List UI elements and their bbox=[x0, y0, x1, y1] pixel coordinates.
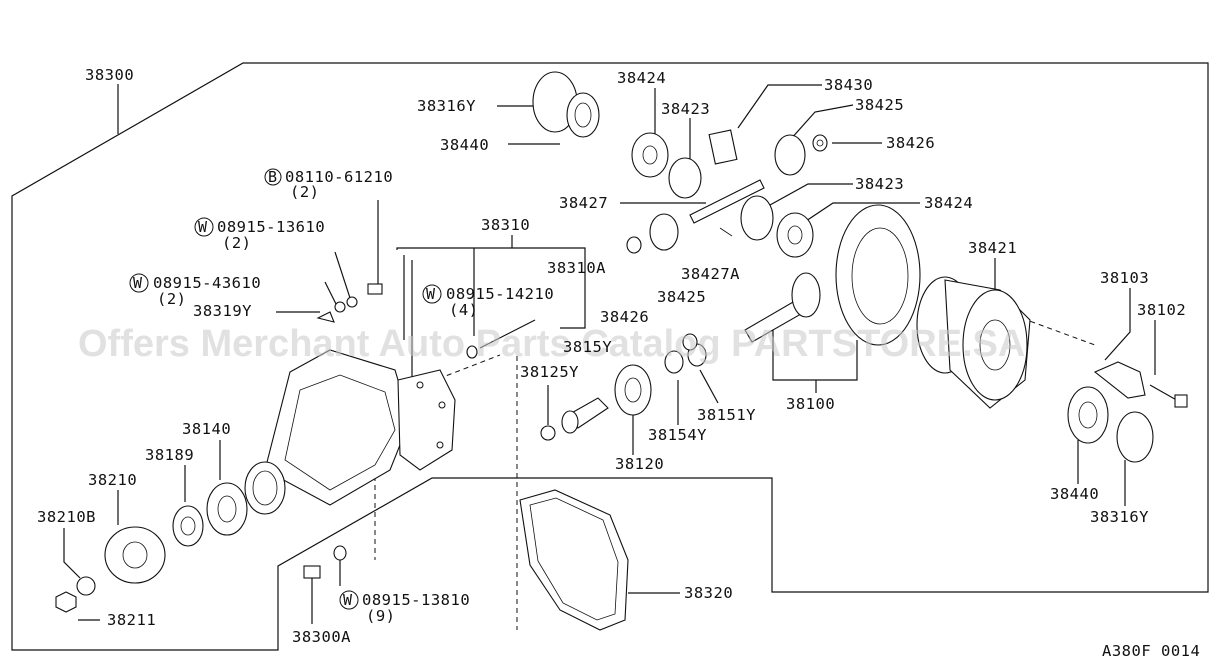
callout-38425-top: 38425 bbox=[855, 96, 904, 114]
callout-38151y: 38151Y bbox=[697, 406, 756, 424]
fastener-number: 08110-61210 bbox=[285, 168, 393, 186]
side-bearing-bottom bbox=[1067, 386, 1154, 463]
callout-38440-bottom: 38440 bbox=[1050, 485, 1099, 503]
callout-38100: 38100 bbox=[786, 395, 835, 413]
callout-38426-mid: 38426 bbox=[600, 308, 649, 326]
callout-38440-top: 38440 bbox=[440, 136, 489, 154]
fastener-qty: (2) bbox=[222, 234, 252, 252]
callout-38427a: 38427A bbox=[681, 265, 740, 283]
fastener-qty: (2) bbox=[290, 183, 320, 201]
fastener-hardware bbox=[303, 283, 536, 579]
callout-38421: 38421 bbox=[968, 239, 1017, 257]
side-bearing-top bbox=[532, 71, 600, 138]
callout-38154y: 38154Y bbox=[648, 426, 707, 444]
callout-38316y-bottom: 38316Y bbox=[1090, 508, 1149, 526]
drive-pinion-and-ring-gear bbox=[744, 204, 921, 346]
rear-cover-gasket bbox=[519, 489, 629, 631]
differential-case bbox=[916, 276, 1031, 409]
callout-38424-top: 38424 bbox=[617, 69, 666, 87]
leader-lines bbox=[63, 84, 1156, 624]
callout-38210: 38210 bbox=[88, 471, 137, 489]
callout-38430: 38430 bbox=[824, 76, 873, 94]
assembly-boundary bbox=[11, 62, 1209, 651]
callout-38103: 38103 bbox=[1100, 269, 1149, 287]
prefix-w-icon: W bbox=[198, 218, 208, 236]
figure-code: A380F 0014 bbox=[1102, 642, 1200, 660]
fastener-callout-w-08915-14210: W 08915-14210 (4) bbox=[422, 284, 554, 319]
fastener-callout-b-08110-61210: B 08110-61210 (2) bbox=[264, 168, 393, 201]
watermark-text: Offers Merchant Auto Parts Catalog PARTS… bbox=[78, 323, 1025, 365]
callout-partial-3815y: 3815Y bbox=[563, 338, 612, 356]
callout-38320: 38320 bbox=[684, 584, 733, 602]
callout-38423-top: 38423 bbox=[661, 100, 710, 118]
callout-38300a: 38300A bbox=[292, 628, 351, 646]
callout-38210b: 38210B bbox=[37, 508, 96, 526]
part-callouts: 38300 38316Y 38440 38424 38423 38430 384… bbox=[37, 66, 1186, 646]
callout-38426-top: 38426 bbox=[886, 134, 935, 152]
fastener-callout-w-08915-13810: W 08915-13810 (9) bbox=[339, 590, 470, 625]
fastener-callout-w-08915-13610: W 08915-13610 (2) bbox=[194, 217, 325, 252]
callout-38424-mid: 38424 bbox=[924, 194, 973, 212]
lock-plate-and-bolt bbox=[1093, 361, 1188, 408]
pinion-bearings-and-spacers bbox=[540, 333, 707, 441]
fastener-qty: (9) bbox=[366, 607, 396, 625]
callout-38316y-top: 38316Y bbox=[417, 97, 476, 115]
prefix-w-icon: W bbox=[426, 285, 436, 303]
callout-38189: 38189 bbox=[145, 446, 194, 464]
callout-38300: 38300 bbox=[85, 66, 134, 84]
callout-38423-mid: 38423 bbox=[855, 175, 904, 193]
callout-38211: 38211 bbox=[107, 611, 156, 629]
fastener-number: 08915-13610 bbox=[217, 218, 325, 236]
prefix-w-icon: W bbox=[343, 591, 353, 609]
carrier-housing bbox=[244, 349, 456, 515]
callout-38310: 38310 bbox=[481, 216, 530, 234]
prefix-b-icon: B bbox=[268, 168, 277, 186]
front-pinion-bearing-and-flange bbox=[55, 482, 248, 613]
fastener-qty: (4) bbox=[449, 301, 479, 319]
callout-38427: 38427 bbox=[559, 194, 608, 212]
callout-38102: 38102 bbox=[1137, 301, 1186, 319]
callout-38140: 38140 bbox=[182, 420, 231, 438]
fastener-qty: (2) bbox=[157, 290, 187, 308]
callout-38120: 38120 bbox=[615, 455, 664, 473]
fastener-number: 08915-14210 bbox=[446, 285, 554, 303]
fastener-number: 08915-13810 bbox=[362, 591, 470, 609]
differential-gears-top bbox=[626, 129, 828, 258]
fastener-callout-w-08915-43610: W 08915-43610 (2) bbox=[129, 273, 261, 308]
callout-38310a: 38310A bbox=[547, 259, 606, 277]
callout-38125y: 38125Y bbox=[520, 363, 579, 381]
callout-38425-mid: 38425 bbox=[657, 288, 706, 306]
fastener-number: 08915-43610 bbox=[153, 274, 261, 292]
callout-38319y: 38319Y bbox=[193, 302, 252, 320]
prefix-w-icon: W bbox=[133, 274, 143, 292]
